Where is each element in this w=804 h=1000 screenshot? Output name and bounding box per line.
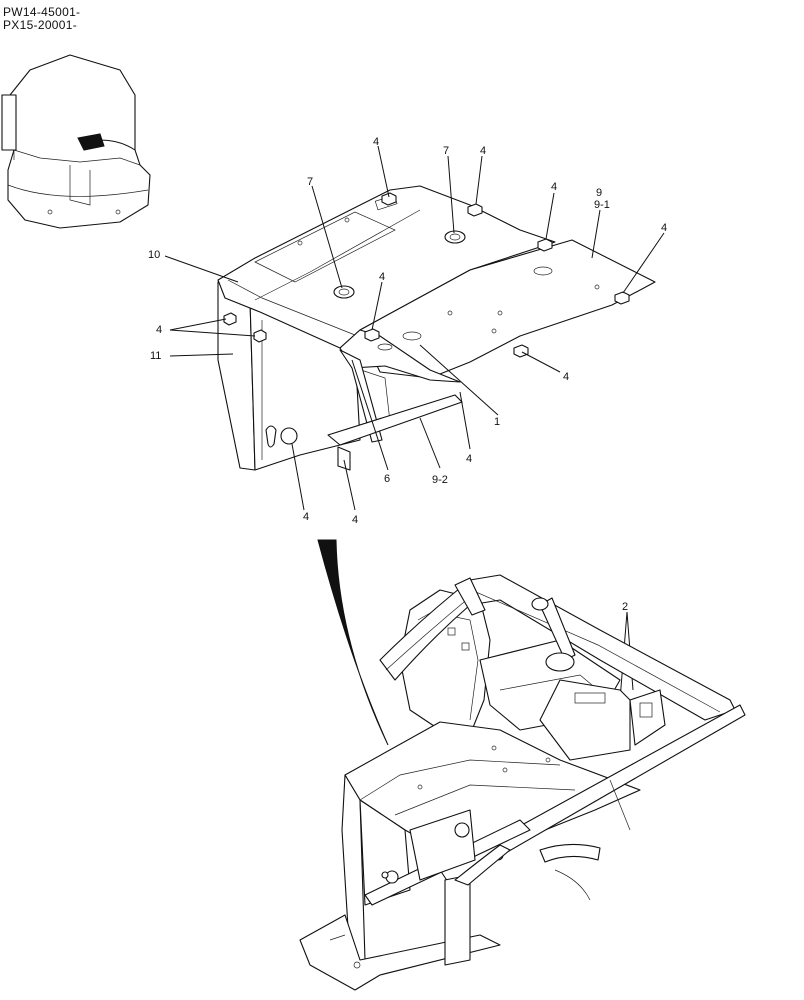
model-serial-line-2: PX15-20001- [3, 18, 78, 32]
callout-4-far-right: 4 [661, 222, 667, 234]
model-serial-line-1: PW14-45001- [3, 5, 81, 19]
callout-9: 9 [596, 187, 602, 199]
callout-2: 2 [622, 601, 628, 613]
machine-overview-thumbnail [1, 54, 151, 229]
assembly-pointer-arrow [317, 539, 389, 746]
callout-4-left: 4 [156, 324, 162, 336]
callout-9-1: 9-1 [594, 199, 610, 211]
grommet-7-right [444, 230, 466, 244]
bolt-4-set [223, 192, 630, 448]
callout-7-right: 7 [443, 145, 449, 157]
callout-4-upper-right: 4 [480, 145, 486, 157]
side-panel-11 [217, 281, 256, 471]
floor-plate-9 [359, 239, 656, 379]
callout-4-top: 4 [373, 136, 379, 148]
model-serial-header: PW14-45001- PX15-20001- [3, 6, 80, 32]
callout-4-right-lower: 4 [563, 371, 569, 383]
callout-9-2: 9-2 [432, 474, 448, 486]
installed-machine-view [299, 574, 746, 991]
grommet-7-left [333, 285, 355, 299]
callout-1: 1 [494, 416, 500, 428]
callout-7-left: 7 [307, 176, 313, 188]
top-cover-10 [217, 185, 556, 349]
callout-10: 10 [148, 249, 160, 261]
callout-4-right: 4 [551, 181, 557, 193]
callout-4-mid: 4 [379, 271, 385, 283]
callout-4-center-lower: 4 [466, 453, 472, 465]
callout-11: 11 [150, 350, 161, 362]
callout-4-bottom: 4 [352, 514, 358, 526]
exploded-cover-assembly [217, 185, 656, 471]
callout-6: 6 [384, 473, 390, 485]
callout-4-bottom-left: 4 [303, 511, 309, 523]
